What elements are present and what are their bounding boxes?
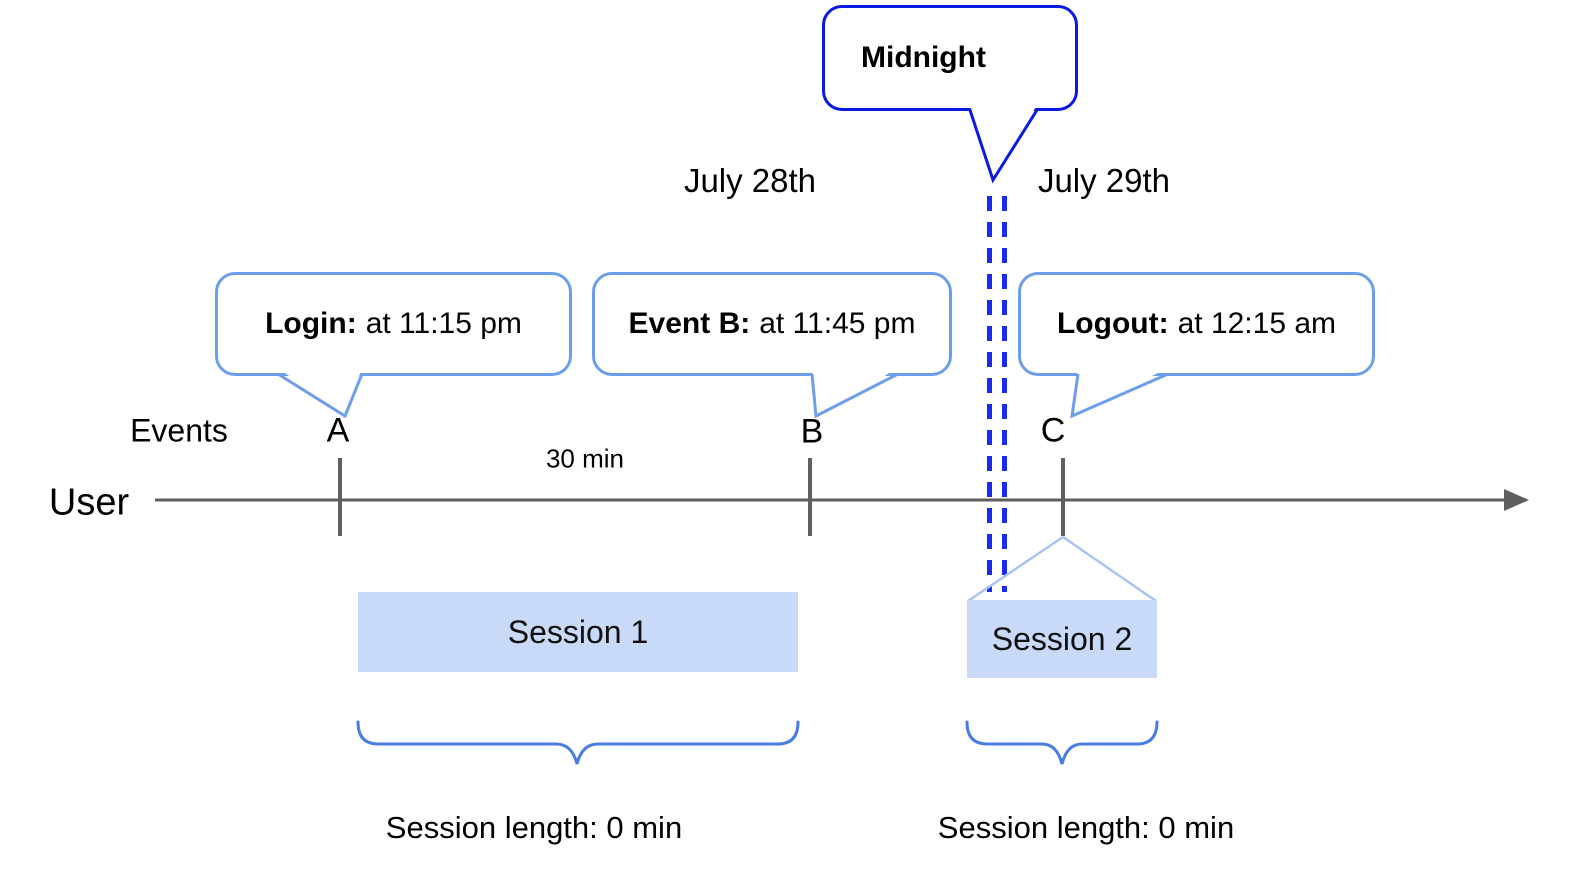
session2-length-label: Session length: 0 min bbox=[937, 810, 1235, 845]
event-marker-a: A bbox=[326, 411, 350, 450]
session1-label: Session 1 bbox=[507, 613, 649, 650]
logout-callout-tail-stroke bbox=[1070, 372, 1169, 419]
session1-length-label: Session length: 0 min bbox=[385, 810, 683, 845]
date-label-july-29: July 29th bbox=[1037, 162, 1171, 199]
session2-length-brace bbox=[965, 720, 1159, 765]
session1-length-brace bbox=[356, 720, 800, 765]
midnight-callout-tail-stroke bbox=[968, 109, 1039, 184]
timeline-user-label: User bbox=[48, 481, 130, 524]
event-b-callout: Event B: at 11:45 pm bbox=[592, 272, 952, 376]
session2-box: Session 2 bbox=[967, 600, 1157, 678]
logout-callout-detail: at 12:15 am bbox=[1177, 307, 1337, 340]
interval-30min-label: 30 min bbox=[545, 443, 625, 474]
midnight-callout-text: Midnight bbox=[861, 41, 986, 74]
event-b-callout-label: Event B: bbox=[628, 307, 751, 340]
login-callout-label: Login: bbox=[265, 307, 357, 340]
login-callout-tail-stroke bbox=[277, 372, 364, 419]
session2-projection-line-right bbox=[1062, 535, 1157, 603]
session1-box: Session 1 bbox=[358, 592, 798, 672]
login-callout-detail: at 11:15 pm bbox=[365, 307, 522, 340]
event-b-callout-tail-stroke bbox=[810, 372, 899, 419]
midnight-callout: Midnight bbox=[822, 5, 1078, 111]
logout-callout: Logout: at 12:15 am bbox=[1018, 272, 1375, 376]
session2-projection-line-left bbox=[967, 535, 1064, 603]
logout-callout-label: Logout: bbox=[1056, 307, 1169, 340]
midnight-callout-tail bbox=[970, 105, 1037, 180]
date-label-july-28: July 28th bbox=[683, 162, 817, 199]
event-b-callout-detail: at 11:45 pm bbox=[759, 307, 916, 340]
login-callout: Login: at 11:15 pm bbox=[215, 272, 572, 376]
session2-label: Session 2 bbox=[991, 620, 1133, 657]
event-marker-b: B bbox=[800, 412, 824, 451]
timeline-arrowhead-icon bbox=[1504, 489, 1529, 511]
event-marker-c: C bbox=[1040, 411, 1066, 450]
events-row-label: Events bbox=[130, 412, 228, 449]
